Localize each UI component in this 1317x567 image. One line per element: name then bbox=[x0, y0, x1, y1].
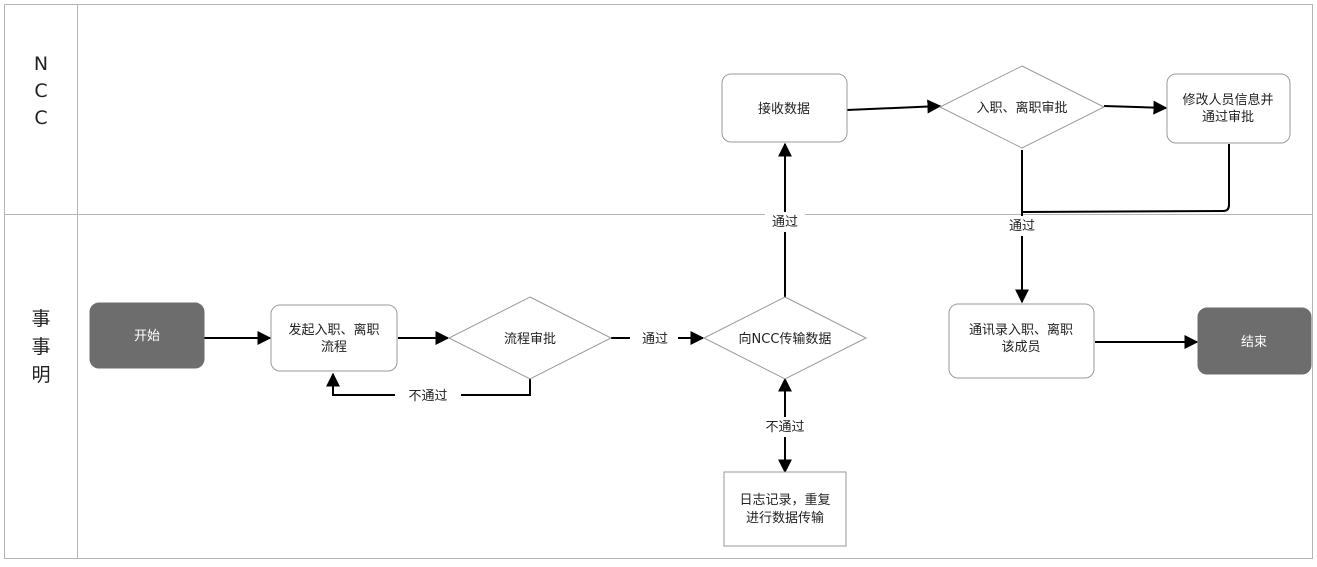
modify-process-box bbox=[1166, 73, 1291, 144]
lane-label-char: C bbox=[34, 80, 47, 102]
modify-label-line: 通过审批 bbox=[1202, 110, 1254, 125]
modify-label-line: 修改人员信息并 bbox=[1182, 92, 1273, 108]
edge-receive-to-ncc-approval bbox=[846, 99, 942, 114]
edge-label-ncc-pass: 通过 bbox=[1009, 219, 1035, 234]
lane-label-char: N bbox=[34, 53, 48, 75]
start-terminal bbox=[89, 302, 205, 369]
lane-label-char: 事 bbox=[31, 336, 50, 358]
lane-label-char: 事 bbox=[31, 308, 50, 330]
lane-label-shishiming: 事 事 明 bbox=[31, 308, 50, 386]
lane-label-char: 明 bbox=[31, 364, 50, 386]
log-retry-label-line: 进行数据传输 bbox=[746, 510, 824, 526]
edge-label-approval-pass: 通过 bbox=[642, 332, 668, 347]
node-process-approval: 流程审批 bbox=[447, 296, 613, 380]
transfer-ncc-decision bbox=[702, 296, 868, 380]
lane-label-char: C bbox=[34, 107, 47, 129]
node-ncc-approval: 入职、离职审批 bbox=[938, 65, 1106, 149]
transfer-ncc-label: 向NCC传输数据 bbox=[739, 331, 832, 347]
log-retry-label-line: 日志记录，重复 bbox=[739, 492, 830, 508]
initiate-label-line: 发起入职、离职 bbox=[288, 322, 379, 338]
process-approval-decision bbox=[447, 296, 613, 380]
edge-ncc-approval-to-modify bbox=[1103, 100, 1168, 115]
end-terminal bbox=[1197, 307, 1312, 375]
node-directory: 通讯录入职、离职 该成员 bbox=[948, 303, 1095, 379]
initiate-process-box bbox=[270, 304, 398, 372]
swimlane-border bbox=[4, 4, 1313, 559]
directory-label-line: 该成员 bbox=[1001, 340, 1040, 355]
directory-process-box bbox=[948, 303, 1095, 379]
directory-label-line: 通讯录入职、离职 bbox=[969, 322, 1073, 338]
node-start: 开始 bbox=[89, 302, 205, 369]
edge-modify-to-directory bbox=[1021, 144, 1230, 213]
swimlane-frame bbox=[4, 4, 1313, 559]
node-log-retry: 日志记录，重复 进行数据传输 bbox=[723, 471, 847, 547]
process-approval-label: 流程审批 bbox=[504, 332, 556, 347]
edge-label-transfer-reject: 不通过 bbox=[765, 420, 804, 435]
node-receive: 接收数据 bbox=[721, 73, 848, 143]
end-label: 结束 bbox=[1241, 335, 1267, 350]
ncc-approval-decision bbox=[938, 65, 1106, 149]
edge-label-approval-reject: 不通过 bbox=[408, 389, 447, 404]
node-modify: 修改人员信息并 通过审批 bbox=[1166, 73, 1291, 144]
edge-labels: 通过 不通过 通过 不通过 通过 bbox=[395, 212, 1043, 437]
edge-label-transfer-pass: 通过 bbox=[772, 215, 798, 230]
start-label: 开始 bbox=[134, 329, 160, 344]
receive-label: 接收数据 bbox=[758, 101, 810, 117]
receive-process-box bbox=[721, 73, 848, 143]
node-initiate: 发起入职、离职 流程 bbox=[270, 304, 398, 372]
node-transfer-ncc: 向NCC传输数据 bbox=[702, 296, 868, 380]
ncc-approval-label: 入职、离职审批 bbox=[976, 100, 1067, 116]
lane-label-ncc: N C C bbox=[34, 53, 48, 129]
log-retry-box bbox=[723, 471, 847, 547]
node-end: 结束 bbox=[1197, 307, 1312, 375]
initiate-label-line: 流程 bbox=[321, 340, 347, 355]
edges bbox=[204, 99, 1230, 474]
